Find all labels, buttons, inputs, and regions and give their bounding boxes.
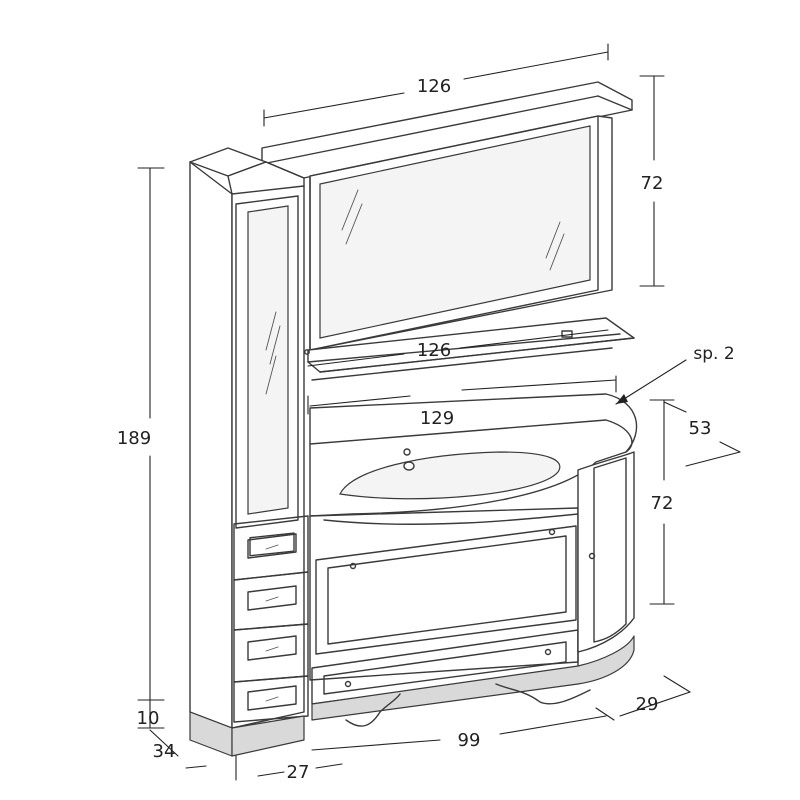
- column-side: [189, 161, 233, 729]
- dim-top-thickness: sp. 2: [693, 344, 734, 364]
- dim-total-height: 189: [117, 428, 151, 449]
- dim-column-depth: 34: [153, 741, 176, 762]
- base-front: [309, 507, 579, 681]
- base-unit: [309, 393, 638, 727]
- column-door: [235, 195, 299, 529]
- base-door: [315, 525, 577, 655]
- dim-base-width: 99: [458, 730, 481, 751]
- drawer-4: [233, 675, 309, 723]
- dim-base-height: 72: [651, 493, 674, 514]
- glass-shelf: [304, 317, 635, 381]
- mirror-glass: [319, 125, 591, 339]
- base-side: [577, 451, 635, 653]
- dim-top-width: 129: [420, 408, 454, 429]
- tall-column: [189, 147, 309, 757]
- dim-top-depth: 53: [689, 418, 712, 439]
- shelf-bracket: [561, 330, 573, 338]
- dim-base-depth: 29: [636, 694, 659, 715]
- dimension-lines: [137, 43, 741, 781]
- column-door-glass: [247, 205, 289, 515]
- dim-mirror-width: 126: [417, 76, 451, 97]
- dim-mirror-height: 72: [641, 173, 664, 194]
- dimension-labels: 126 72 126 129 189 10 34 27 99 29 53 72 …: [117, 76, 735, 783]
- dim-column-width: 27: [287, 762, 310, 783]
- mirror-unit: [261, 81, 633, 351]
- basin: [339, 451, 561, 500]
- dim-plinth-height: 10: [137, 708, 160, 729]
- dim-shelf-width: 126: [417, 340, 451, 361]
